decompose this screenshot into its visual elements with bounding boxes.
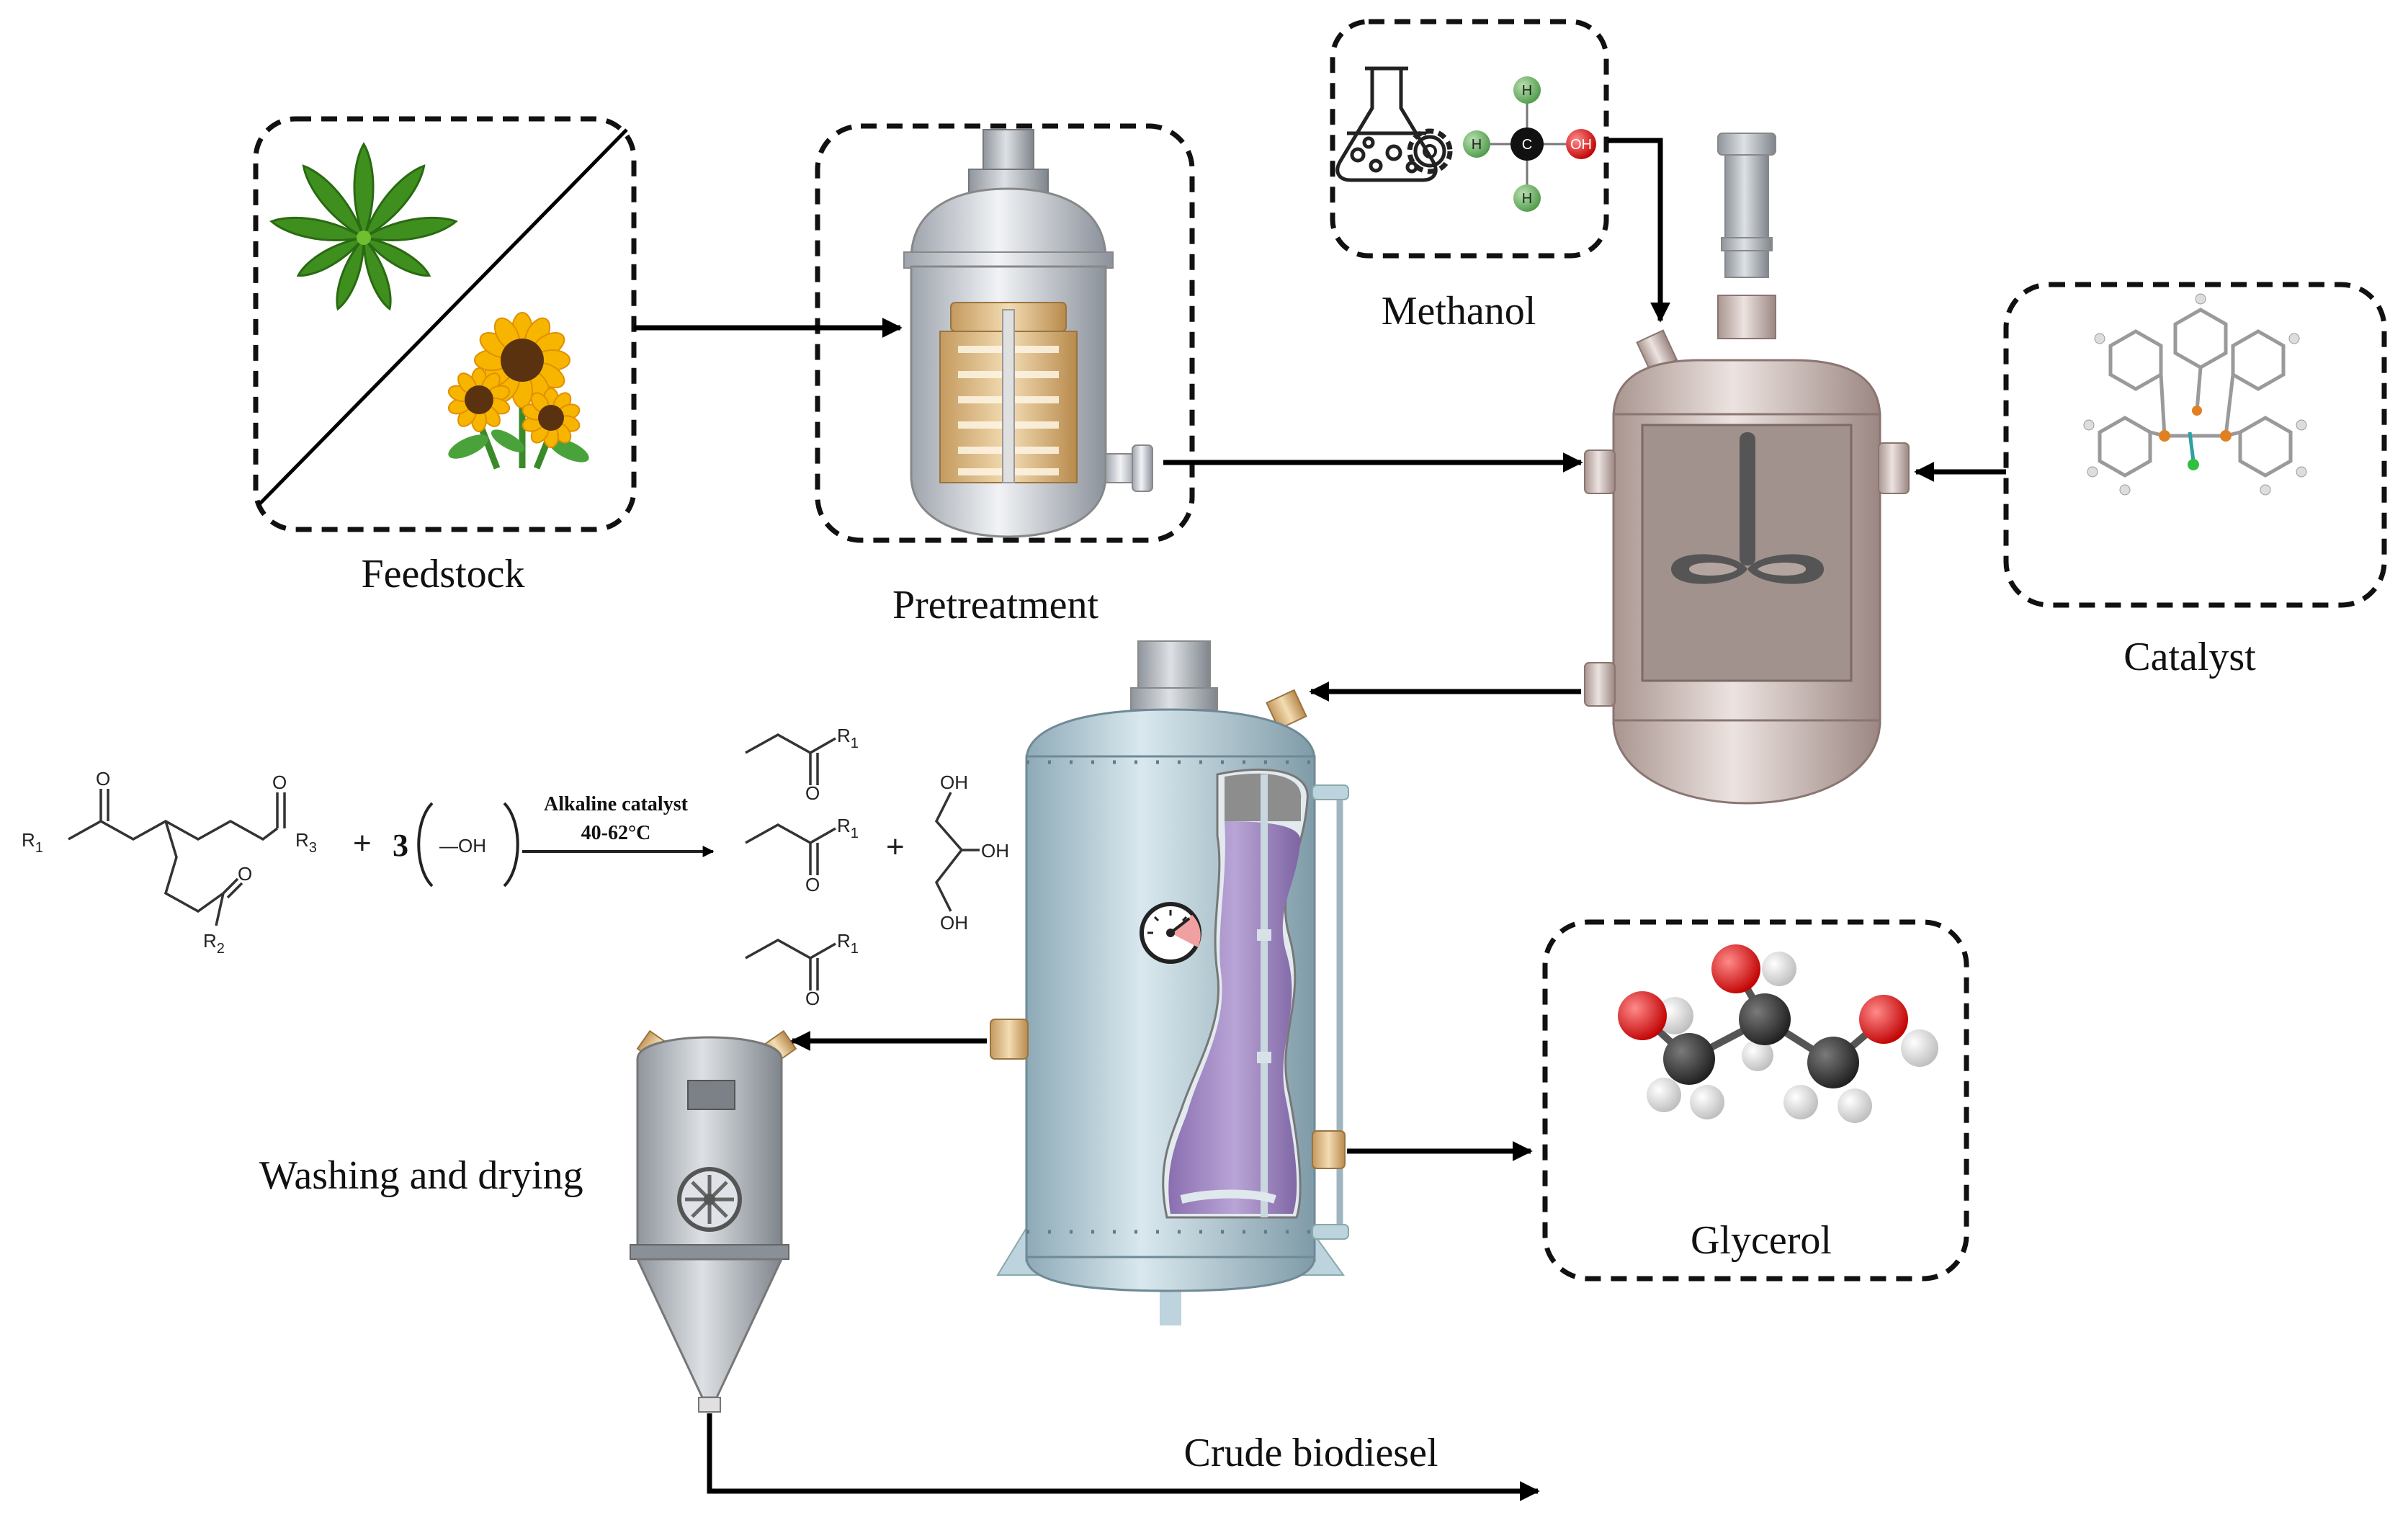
crude-biodiesel-label: Crude biodiesel [1183,1431,1438,1475]
tg-r1: R1 [22,829,43,856]
methanol-c: C [1522,137,1532,153]
feedstock-label: Feedstock [361,552,524,596]
arrow-methanol-to-reactor [1608,138,1670,323]
pretreatment-label: Pretreatment [892,583,1099,627]
fame3-r1: R1 [837,930,859,957]
catalyst-atoms [2083,293,2307,496]
catalyst-label: Catalyst [2123,635,2256,679]
washing-drying-tower [630,1029,797,1413]
feedstock-box [253,116,637,532]
washing-label: Washing and drying [259,1153,583,1198]
tg-r2: R2 [203,930,225,957]
flow-arrows [634,138,2006,1501]
glycerol-oh-bottom: OH [940,912,968,934]
methanol-oh: OH [1570,137,1592,153]
pretreatment-reactor [903,129,1153,538]
tg-o-1: O [96,768,110,790]
fame1-r1: R1 [837,725,859,751]
glycerol-oh-mid: OH [981,840,1009,862]
coefficient-3: 3 [393,828,408,863]
fame2-r1: R1 [837,815,859,841]
transesterification-reactor [1584,133,1910,805]
methanol-molecule: H H H C OH [1463,76,1596,212]
methanol-label: Methanol [1382,289,1536,334]
methanol-h-bottom: H [1522,191,1532,207]
glycerol-molecule [1618,944,1938,1123]
catalyst-box [2003,282,2387,608]
arrow-washing-to-biodiesel [707,1413,1540,1501]
sunflower-icon [447,312,589,470]
condition-temperature: 40-62°C [581,822,651,844]
glycerol-label: Glycerol [1691,1218,1832,1263]
gear-icon [1407,128,1453,174]
fame3-o: O [805,988,820,1009]
methanol-reagent: —OH [439,835,486,857]
fame2-o: O [805,874,820,895]
tg-o-2: O [238,863,252,885]
plus-sign-2: + [886,829,905,864]
methanol-h-left: H [1472,137,1482,153]
condition-catalyst: Alkaline catalyst [544,793,689,815]
fan-icon [677,1167,742,1232]
separator-vessel [990,640,1349,1325]
tg-r3: R3 [295,829,317,856]
plus-sign-1: + [353,826,372,861]
methanol-h-top: H [1522,83,1532,99]
reaction-equation: O O O R1 R3 R2 + 3 —OH Alkaline catalyst… [22,725,1009,1009]
cannabis-leaf-icon [269,142,458,311]
tg-o-3: O [272,772,287,793]
glycerol-oh-top: OH [940,772,968,793]
fame1-o: O [805,782,820,804]
pressure-gauge-icon [1140,902,1201,964]
